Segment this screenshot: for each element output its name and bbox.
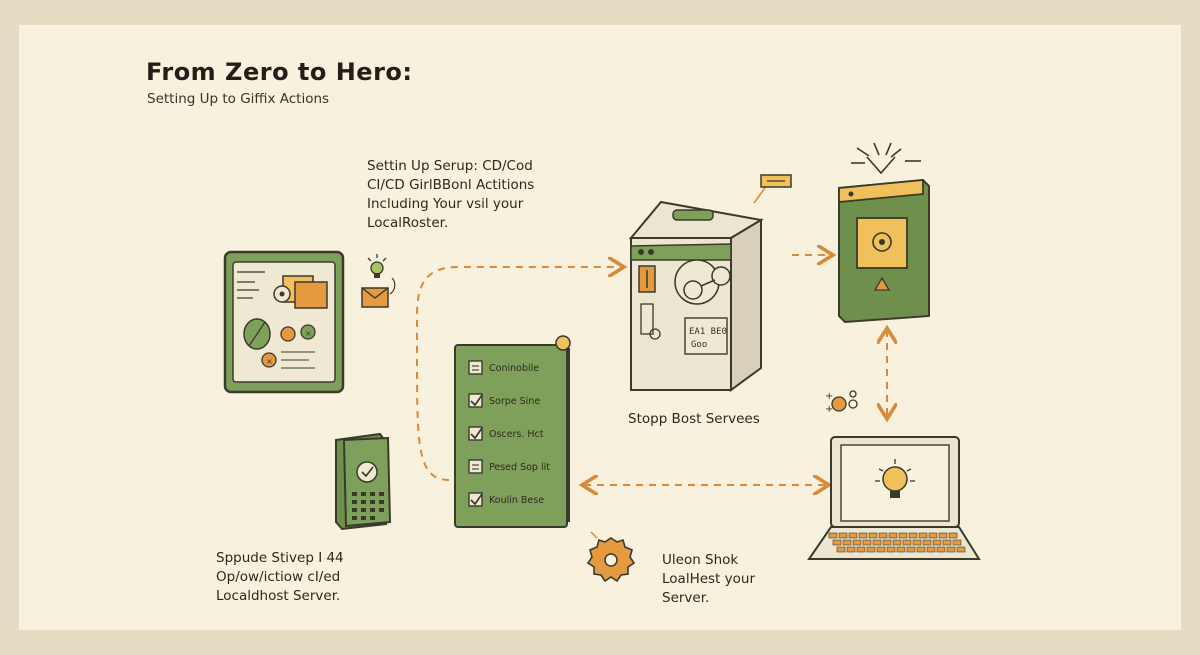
- lightbulb-icon: [367, 254, 387, 278]
- check-mark-icon: [470, 493, 483, 506]
- warning-icon: [873, 276, 891, 291]
- checkbox-icon: [468, 459, 483, 474]
- keyboard-key: [952, 539, 962, 546]
- keyboard-key: [896, 546, 906, 553]
- keyboard-key: [876, 546, 886, 553]
- keyboard-key: [842, 539, 852, 546]
- diagram-canvas: × ×: [223, 142, 981, 583]
- keyboard-key: [956, 546, 966, 553]
- keyboard-key: [828, 532, 838, 539]
- keyboard-key: [938, 532, 948, 539]
- keyboard-key: [848, 532, 858, 539]
- checklist-row: Coninobile: [468, 360, 539, 375]
- page-subtitle: Setting Up to Giffix Actions: [147, 91, 330, 107]
- keyboard-key: [838, 532, 848, 539]
- keyboard-key: [836, 546, 846, 553]
- leader-line: [753, 184, 768, 204]
- svg-text:+: +: [825, 404, 833, 415]
- envelope-icon: [361, 277, 396, 308]
- keyboard-key: [922, 539, 932, 546]
- keyboard-key: [866, 546, 876, 553]
- payment-terminal-icon: [335, 432, 392, 531]
- keyboard-key: [868, 532, 878, 539]
- keyboard-key: [918, 532, 928, 539]
- gear-cluster-icon: + +: [825, 390, 858, 415]
- keyboard-key: [888, 532, 898, 539]
- keyboard-key: [862, 539, 872, 546]
- keyboard-key: [852, 539, 862, 546]
- keyboard-key: [892, 539, 902, 546]
- server-panel-line1: EA1 BE0: [689, 327, 727, 337]
- checklist-row: Oscers. Hct: [468, 426, 544, 441]
- server-caption: Stopp Bost Servees: [628, 411, 760, 427]
- keyboard-key: [948, 532, 958, 539]
- tablet-icon: × ×: [223, 250, 345, 394]
- keyboard-key: [912, 539, 922, 546]
- sparkle-icon: [851, 142, 921, 175]
- svg-text:+: +: [825, 391, 833, 402]
- checklist-row: Pesed Sop lit: [468, 459, 550, 474]
- keyboard-key: [906, 546, 916, 553]
- keyboard-key: [926, 546, 936, 553]
- checklist-item-label: Koulin Bese: [489, 495, 544, 506]
- keyboard-key: [882, 539, 892, 546]
- keyboard-key: [856, 546, 866, 553]
- gear-icon: [586, 531, 636, 583]
- bottom-left-description: Sppude Stivep I 44 Op/ow/ictiow cI/ed Lo…: [216, 550, 344, 604]
- keyboard-key: [928, 532, 938, 539]
- app-window-icon: [838, 178, 930, 324]
- checklist-item-label: Coninobile: [489, 363, 539, 374]
- svg-text:×: ×: [305, 329, 312, 338]
- check-mark-icon: [470, 394, 483, 407]
- keyboard-key: [946, 546, 956, 553]
- keyboard-key: [908, 532, 918, 539]
- svg-text:×: ×: [266, 357, 273, 366]
- keyboard-key: [932, 539, 942, 546]
- keyboard-key: [846, 546, 856, 553]
- keyboard-key: [936, 546, 946, 553]
- server-icon: EA1 BE0 Goo: [628, 200, 764, 392]
- checkbox-checked-icon: [468, 426, 483, 441]
- server-panel-line2: Goo: [691, 340, 707, 350]
- keyboard-key: [886, 546, 896, 553]
- page-title: From Zero to Hero:: [146, 58, 413, 86]
- keyboard-key: [858, 532, 868, 539]
- bottom-right-description: Uleon Shok LoalHest your Server.: [662, 552, 755, 606]
- checklist-item-label: Pesed Sop lit: [489, 462, 550, 473]
- checklist-item-label: Oscers. Hct: [489, 429, 544, 440]
- checkbox-checked-icon: [468, 393, 483, 408]
- checklist-item-label: Sorpe Sine: [489, 396, 540, 407]
- laptop-icon: [807, 436, 981, 560]
- keyboard-key: [916, 546, 926, 553]
- keyboard-key: [878, 532, 888, 539]
- checklist-row: Sorpe Sine: [468, 393, 540, 408]
- checkbox-icon: [468, 360, 483, 375]
- keyboard-key: [872, 539, 882, 546]
- keyboard-key: [832, 539, 842, 546]
- connectors: [416, 255, 887, 485]
- keyboard-key: [898, 532, 908, 539]
- checkbox-checked-icon: [468, 492, 483, 507]
- keyboard-key: [902, 539, 912, 546]
- top-description: Settin Up Serup: CD/Cod CI/CD GirlBBonl …: [367, 158, 535, 231]
- keyboard-key: [942, 539, 952, 546]
- checklist-row: Koulin Bese: [468, 492, 544, 507]
- diagram-stage: × ×: [19, 25, 1181, 630]
- check-mark-icon: [470, 427, 483, 440]
